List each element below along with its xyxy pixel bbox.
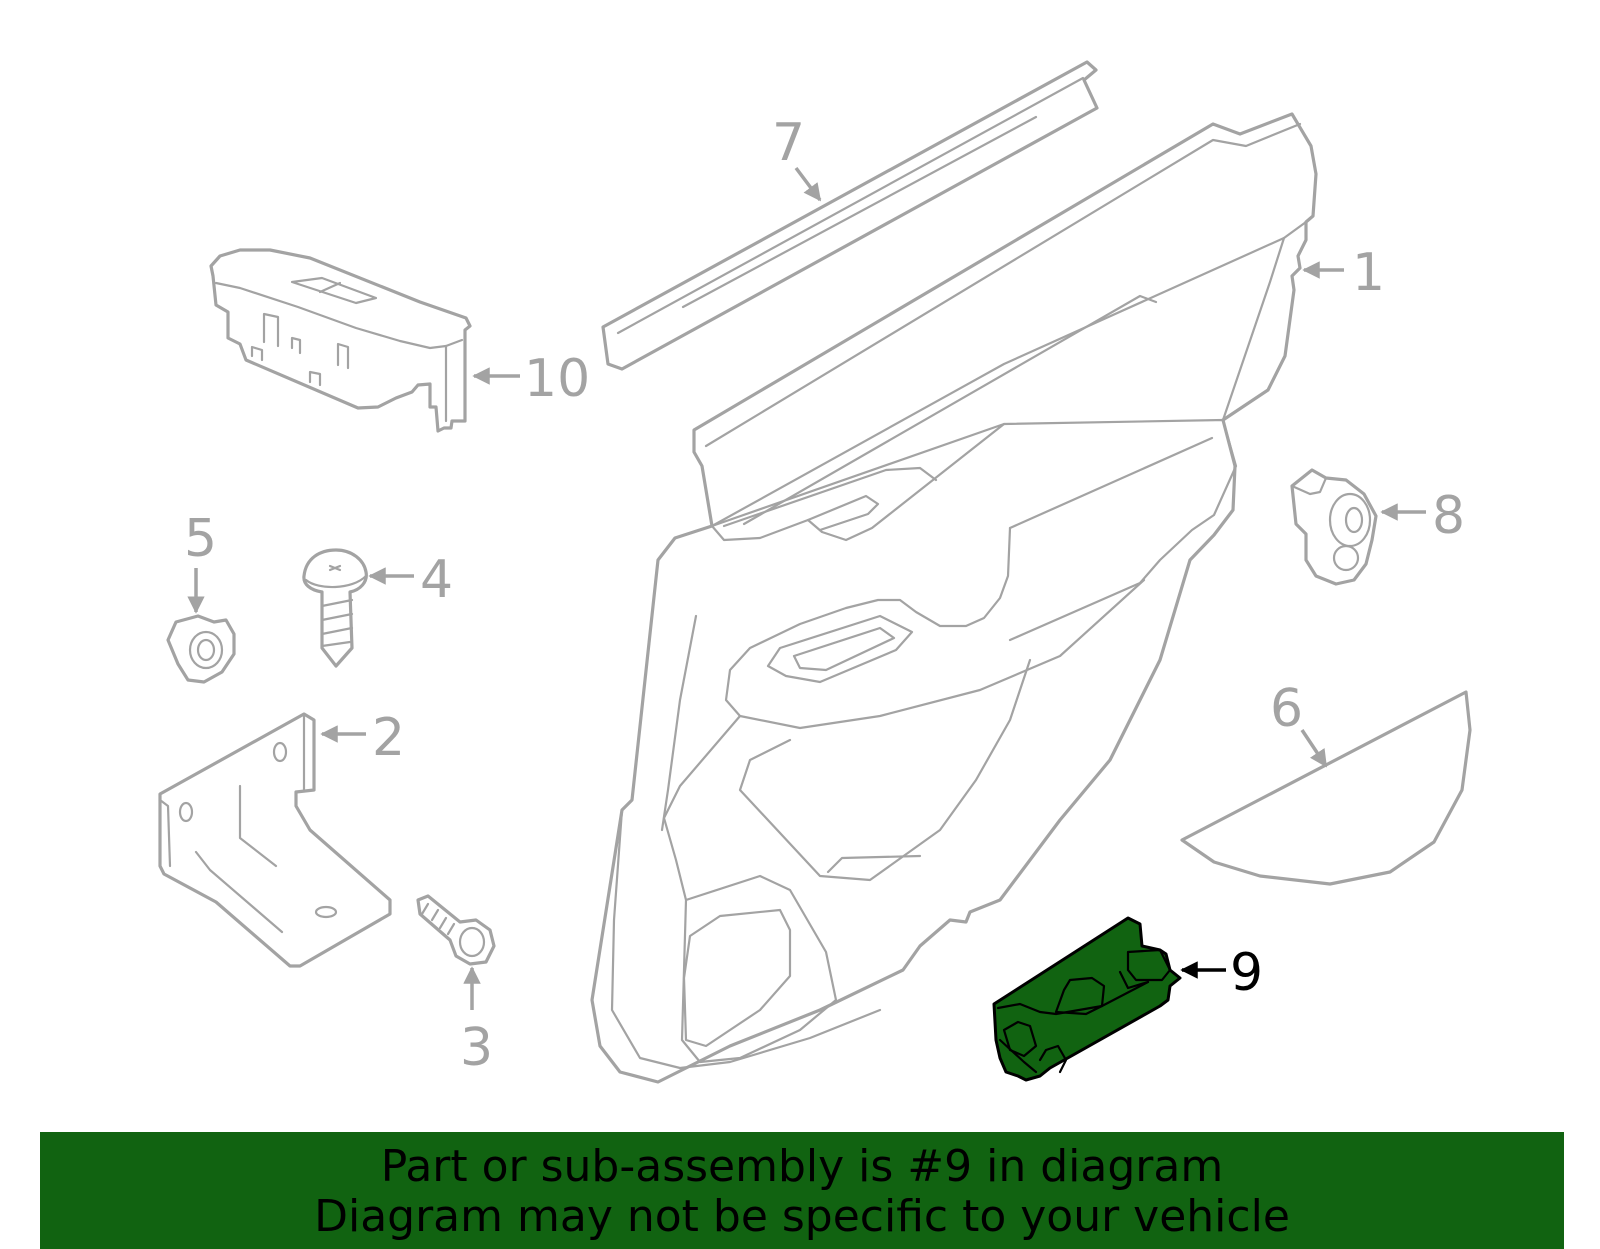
leader-arrows <box>187 166 1426 1010</box>
leader-6 <box>1300 729 1328 768</box>
callout-labels: 1 2 3 4 5 6 7 8 9 10 <box>184 113 1465 1078</box>
part-7-belt-molding <box>601 60 1099 371</box>
part-5-nut <box>166 614 236 684</box>
callout-6: 6 <box>1270 679 1303 739</box>
part-2-bracket <box>158 712 392 968</box>
part-1-door-trim-panel <box>590 112 1318 1084</box>
callout-2: 2 <box>372 708 405 768</box>
callout-9: 9 <box>1230 943 1263 1003</box>
callout-5: 5 <box>184 509 217 569</box>
banner-line-2: Diagram may not be specific to your vehi… <box>314 1191 1290 1242</box>
callout-3: 3 <box>460 1018 493 1078</box>
leader-7 <box>794 166 822 202</box>
callout-10: 10 <box>524 349 590 409</box>
banner-line-1: Part or sub-assembly is #9 in diagram <box>380 1141 1224 1192</box>
callout-4: 4 <box>420 550 453 610</box>
callout-7: 7 <box>772 113 805 173</box>
part-9-door-pocket <box>992 916 1182 1082</box>
info-banner: Part or sub-assembly is #9 in diagram Di… <box>40 1132 1564 1249</box>
callout-1: 1 <box>1352 243 1385 303</box>
part-8-clip <box>1290 468 1378 586</box>
callout-8: 8 <box>1432 486 1465 546</box>
part-6-pad <box>1180 690 1472 886</box>
part-10-window-switch <box>209 248 472 433</box>
part-4-screw <box>302 548 368 668</box>
part-3-bolt <box>416 894 496 966</box>
